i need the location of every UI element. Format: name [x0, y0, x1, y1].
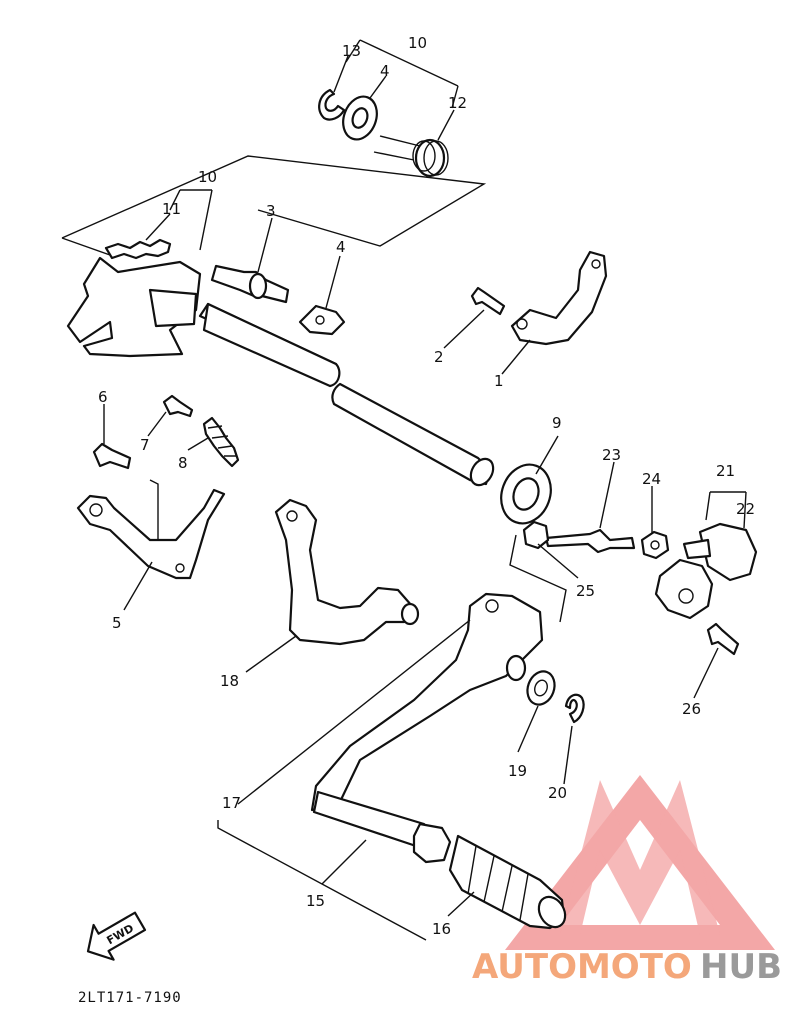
part-4-stopper	[298, 304, 346, 336]
callout-20: 20	[548, 784, 567, 802]
part-24-nut	[640, 530, 670, 560]
callout-13: 13	[342, 42, 361, 60]
callout-1: 1	[494, 372, 504, 390]
drawing-code: 2LT171-7190	[78, 990, 182, 1006]
part-16-grip	[448, 834, 567, 930]
callout-labels: 13 10 4 12 10 11 3 4 2 1 6 7 8 9 23 24 2…	[98, 34, 755, 938]
callout-5: 5	[112, 614, 122, 632]
callout-19: 19	[508, 762, 527, 780]
part-23-rod-end	[544, 528, 636, 554]
part-11-spring	[104, 238, 172, 260]
callout-24: 24	[642, 470, 661, 488]
part-8-spring	[202, 416, 240, 468]
callout-17: 17	[222, 794, 241, 812]
fwd-arrow-icon: FWD	[86, 911, 147, 961]
part-17-shift-pedal	[310, 592, 544, 812]
callout-9: 9	[552, 414, 562, 432]
part-20-circlip	[564, 693, 585, 724]
callout-10-left: 10	[198, 168, 217, 186]
part-26-bolt	[706, 622, 740, 656]
part-13-circlip	[318, 88, 346, 121]
callout-18: 18	[220, 672, 239, 690]
callout-2: 2	[434, 348, 444, 366]
callout-11: 11	[162, 200, 181, 218]
callout-25: 25	[576, 582, 595, 600]
part-6-bolt	[92, 442, 132, 470]
part-19-washer	[526, 670, 556, 706]
callout-8: 8	[178, 454, 188, 472]
callout-15: 15	[306, 892, 325, 910]
callout-21: 21	[716, 462, 735, 480]
part-15-shaft	[312, 790, 452, 864]
group-outlines	[61, 39, 747, 941]
part-2-bolt	[470, 286, 506, 316]
watermark-text: AUTOMOTO HUB	[472, 947, 782, 987]
watermark-logo	[505, 775, 775, 950]
callout-16: 16	[432, 920, 451, 938]
callout-22: 22	[736, 500, 755, 518]
watermark-brand-part1: AUTOMOTO	[472, 947, 692, 987]
part-21-joint	[654, 558, 714, 620]
watermark-brand-part2: HUB	[700, 947, 782, 987]
part-7-bolt	[162, 394, 194, 418]
callout-12: 12	[448, 94, 467, 112]
part-5-shift-arm	[76, 488, 226, 580]
part-25-nut	[522, 520, 550, 550]
part-12-spring	[373, 135, 449, 178]
callout-23: 23	[602, 446, 621, 464]
watermark-m-shape	[560, 780, 720, 935]
part-10-shift-shaft	[66, 256, 495, 487]
part-3-bolt	[210, 264, 290, 304]
callout-4-top: 4	[380, 62, 390, 80]
part-22-joint	[682, 522, 758, 582]
callout-26: 26	[682, 700, 701, 718]
part-4-washer	[342, 95, 378, 141]
part-1-stopper-lever	[510, 250, 608, 346]
callout-7: 7	[140, 436, 150, 454]
part-18-shift-lever	[274, 498, 420, 646]
callout-3: 3	[266, 202, 276, 220]
callout-10-top: 10	[408, 34, 427, 52]
leader-lines	[103, 55, 719, 917]
callout-4: 4	[336, 238, 346, 256]
part-9-oil-seal	[500, 463, 552, 525]
callout-6: 6	[98, 388, 108, 406]
